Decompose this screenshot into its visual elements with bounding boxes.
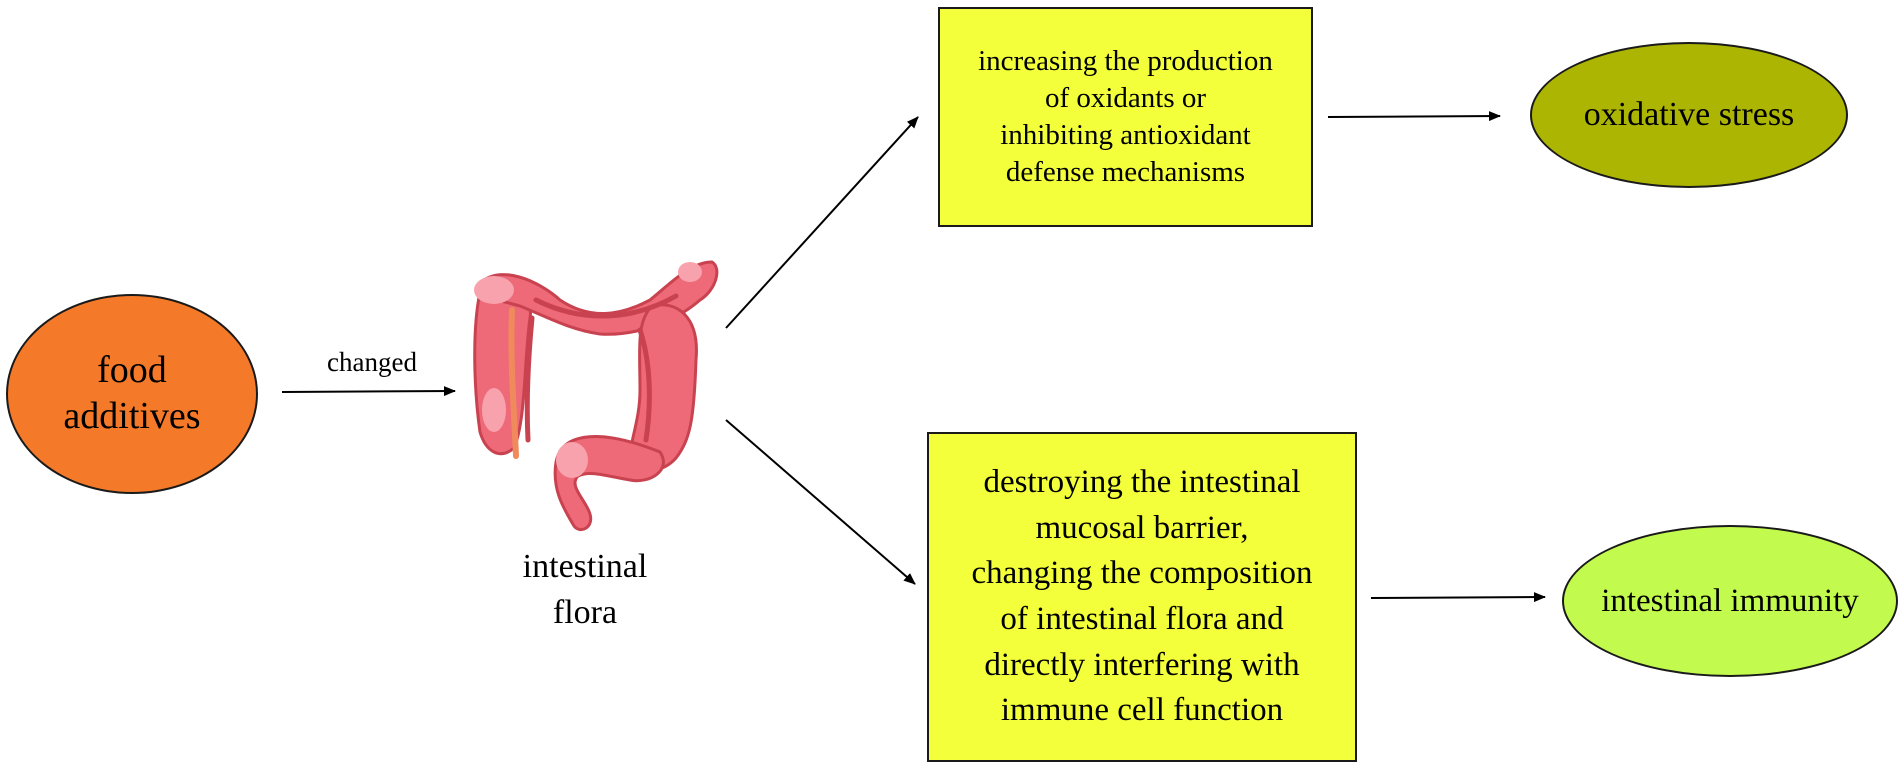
arrow-flora-to-barrier-box [725,419,916,585]
intestinal-flora-label: intestinal flora [490,540,680,640]
barrier-box-text: destroying the intestinal mucosal barrie… [971,464,1313,729]
arrow-additives-to-flora [281,386,456,397]
arrow-oxidant-to-stress [1327,111,1501,122]
barrier-box: destroying the intestinal mucosal barrie… [927,432,1357,762]
intestine-icon [473,260,719,531]
changed-label: changed [302,344,442,380]
oxidative-stress-label: oxidative stress [1583,96,1795,133]
arrow-flora-to-oxidant-box [725,116,919,329]
food-additives-node: food additives [6,294,258,494]
intestinal-flora-text: intestinal flora [522,548,648,631]
oxidative-stress-node: oxidative stress [1530,42,1848,188]
arrow-barrier-to-immunity [1370,592,1546,603]
changed-label-text: changed [327,346,417,377]
oxidant-box: increasing the production of oxidants or… [938,7,1313,227]
intestinal-immunity-label: intestinal immunity [1601,582,1859,619]
food-additives-label: food additives [63,349,201,437]
oxidant-box-text: increasing the production of oxidants or… [978,44,1273,189]
intestinal-immunity-node: intestinal immunity [1562,525,1898,677]
